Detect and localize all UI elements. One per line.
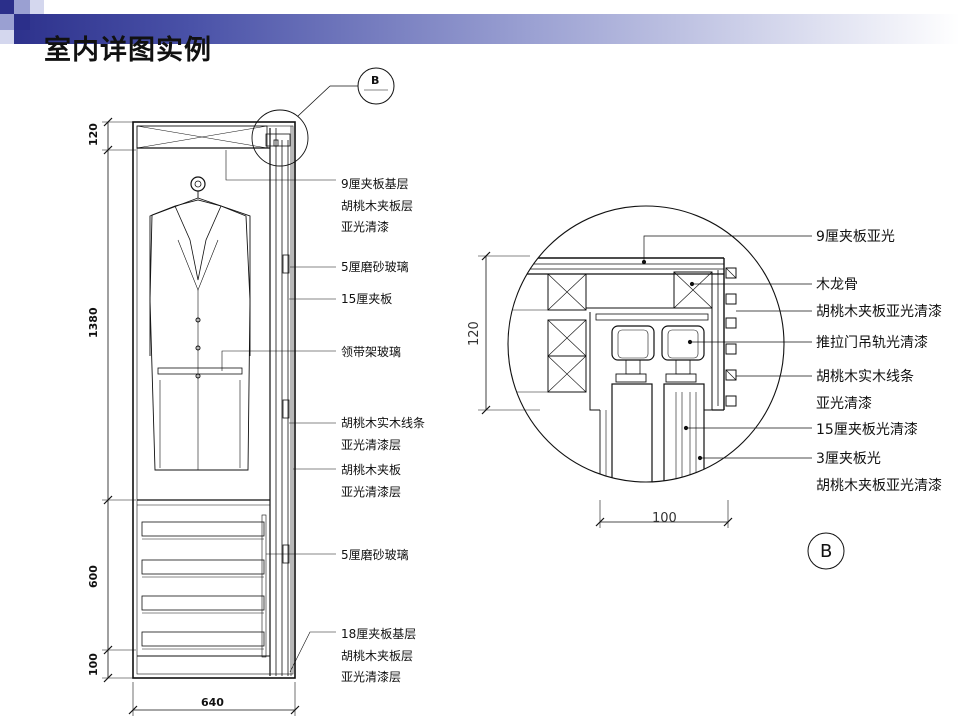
label-walnut-ply: 胡桃木夹板层	[341, 198, 413, 213]
label-varnish-layer-2: 亚光清漆层	[341, 485, 401, 499]
deco-square-5	[14, 14, 30, 30]
label-walnut-ply-2: 胡桃木夹板层	[341, 648, 413, 663]
deco-square-3	[30, 0, 44, 14]
deco-square-6	[0, 30, 14, 44]
dim-640: 640	[201, 696, 224, 709]
detail-label-walnut-trim: 胡桃木实木线条	[816, 368, 914, 385]
wardrobe-elevation	[102, 67, 395, 716]
label-tie-rack-glass: 领带架玻璃	[341, 345, 401, 359]
label-varnish-layer-3: 亚光清漆层	[341, 670, 401, 684]
dim-100: 100	[87, 653, 100, 676]
page-title: 室内详图实例	[44, 35, 212, 66]
detail-label-track: 推拉门吊轨光清漆	[816, 335, 928, 351]
detail-label-matte: 亚光清漆	[816, 396, 872, 412]
label-9ply-base: 9厘夹板基层	[341, 177, 409, 191]
label-frosted-glass-2: 5厘磨砂玻璃	[341, 548, 409, 562]
detail-b	[478, 205, 845, 570]
detail-label-15ply: 15厘夹板光清漆	[816, 422, 918, 438]
detail-letter: B	[820, 541, 832, 562]
label-walnut-trim: 胡桃木实木线条	[341, 415, 425, 430]
title-band	[0, 14, 960, 44]
detail-label-batten: 木龙骨	[816, 277, 858, 293]
deco-square-2	[14, 0, 30, 14]
detail-dim-100: 100	[652, 511, 677, 526]
label-15ply: 15厘夹板	[341, 292, 392, 306]
detail-dim-120: 120	[467, 321, 482, 346]
deco-square-1	[0, 0, 14, 14]
detail-label-9ply: 9厘夹板亚光	[816, 229, 895, 245]
label-varnish-layer-1: 亚光清漆层	[341, 438, 401, 452]
detail-text: 120 100 B 9厘夹板亚光 木龙骨 胡桃木夹板亚光清漆 推拉门吊轨光清漆 …	[467, 229, 942, 562]
detail-label-walnut-ply-2: 胡桃木夹板亚光清漆	[816, 478, 942, 494]
label-matte-varnish: 亚光清漆	[341, 220, 389, 234]
dim-120: 120	[87, 123, 100, 146]
detail-label-3ply: 3厘夹板光	[816, 451, 881, 467]
label-frosted-glass-1: 5厘磨砂玻璃	[341, 260, 409, 274]
detail-label-walnut-ply: 胡桃木夹板亚光清漆	[816, 304, 942, 320]
dim-600: 600	[87, 565, 100, 588]
label-18ply-base: 18厘夹板基层	[341, 627, 416, 641]
dim-1380: 1380	[87, 307, 100, 338]
deco-square-4	[0, 14, 14, 30]
elevation-text: 120 1380 600 100 640 B 9厘夹板基层 胡桃木夹板层 亚光清…	[87, 74, 425, 709]
callout-letter: B	[371, 74, 379, 87]
label-walnut-panel: 胡桃木夹板	[341, 462, 401, 477]
